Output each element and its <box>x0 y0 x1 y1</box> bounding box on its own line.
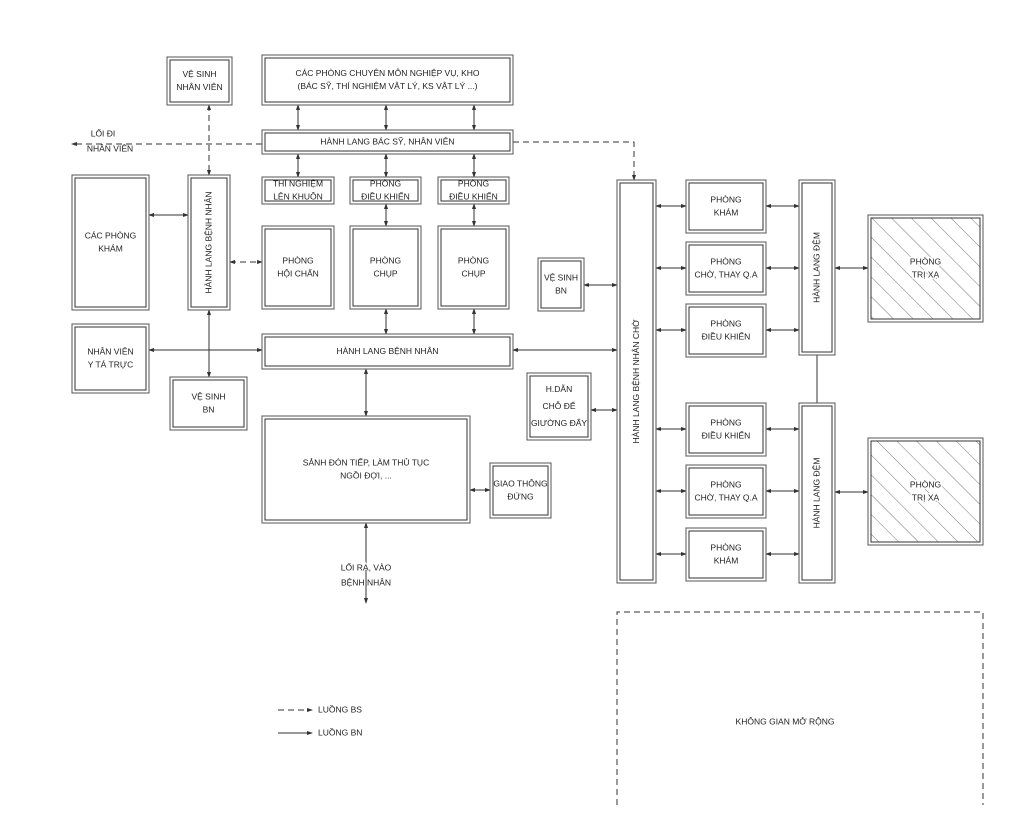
room-label: PHÒNG <box>710 194 741 204</box>
room-label: NHÂN VIÊN <box>176 82 222 92</box>
room-vs-bn: VỆ SINH BN <box>169 376 248 431</box>
room-label: ĐỨNG <box>507 491 533 501</box>
room-tn: THÍ NGHIỆM LÊN KHUÔN <box>261 176 335 205</box>
room-label: (BÁC SỸ, THÍ NGHIỆM VẬT LÝ, KS VẬT LÝ ..… <box>298 81 478 91</box>
room-label: NGỒI ĐỢI, ... <box>340 469 392 480</box>
room-label: SẢNH ĐÓN TIẾP, LÀM THỦ TỤC <box>303 456 429 467</box>
room-hdan: H.DẪN CHỖ ĐỂ GIƯỜNG ĐẨY <box>526 372 592 441</box>
room-label: HÀNH LANG BỆNH NHÂN CHỜ <box>631 319 641 444</box>
room-label: BN <box>203 404 215 414</box>
room-label: CHỜ, THAY Q.A <box>694 269 757 279</box>
room-dk2: PHÒNG ĐIỀU KHIỂN <box>437 176 510 205</box>
room-label: PHÒNG <box>458 178 489 188</box>
room-label: CHỖ ĐỂ <box>542 400 575 411</box>
rooms: VỆ SINH NHÂN VIÊN CÁC PHÒNG CHUYÊN MÔN NGH… <box>71 54 984 584</box>
room-label: HÀNH LANG ĐỆM <box>811 232 821 303</box>
patient-entrance-label: LỐI RA, VÀO <box>341 561 392 572</box>
room-label: PHÒNG <box>370 255 401 265</box>
annotations: LỐI ĐI NHÂN VIÊN LỐI RA, VÀO BỆNH NHÂN KHÔNG… <box>87 127 984 805</box>
room-hl-bn-v: HÀNH LANG BỆNH NHÂN <box>187 174 231 311</box>
room-chuyen-mon: CÁC PHÒNG CHUYÊN MÔN NGHIỆP VỤ, KHO (BÁC … <box>261 54 514 106</box>
room-hl-dem2: HÀNH LANG ĐỆM <box>798 402 836 584</box>
room-label: VỆ SINH <box>544 272 578 282</box>
room-r-cho1: PHÒNG CHỜ, THAY Q.A <box>685 241 767 296</box>
room-r-dk1: PHÒNG ĐIỀU KHIỂN <box>685 303 767 358</box>
legend-patient-flow: LUỒNG BN <box>318 726 362 737</box>
room-label: GIƯỜNG ĐẨY <box>531 417 587 428</box>
staff-exit-label: NHÂN VIÊN <box>87 143 133 153</box>
room-chup2: PHÒNG CHỤP <box>437 225 510 310</box>
room-label: CÁC PHÒNG <box>85 230 136 240</box>
room-label: HÀNH LANG BỆNH NHÂN <box>336 346 438 356</box>
room-hl-bs: HÀNH LANG BÁC SỸ, NHÂN VIÊN <box>261 129 514 155</box>
room-nv-yta: NHÂN VIÊN Y TÁ TRỰC <box>71 323 150 394</box>
room-label: CHỤP <box>461 268 485 278</box>
room-chup1: PHÒNG CHỤP <box>349 225 422 310</box>
room-r-dk2: PHÒNG ĐIỀU KHIỂN <box>685 402 767 457</box>
room-label: CHỤP <box>373 268 397 278</box>
legend-doctor-flow: LUỒNG BS <box>318 703 362 714</box>
room-label: PHÒNG <box>710 256 741 266</box>
room-label: PHÒNG <box>710 542 741 552</box>
room-label: PHÒNG <box>710 417 741 427</box>
room-label: PHÒNG <box>458 255 489 265</box>
room-label: HỘI CHẨN <box>277 267 319 278</box>
room-tri-xa2: PHÒNG TRỊ XẠ <box>867 437 984 546</box>
room-label: CHỜ, THAY Q.A <box>694 492 757 502</box>
room-label: ĐIỀU KHIỂN <box>449 190 498 201</box>
room-label: PHÒNG <box>910 479 941 489</box>
room-vs-nv: VỆ SINH NHÂN VIÊN <box>166 56 233 106</box>
room-label: PHÒNG <box>370 178 401 188</box>
room-label: ĐIỀU KHIỂN <box>702 330 751 341</box>
room-hl-dem1: HÀNH LANG ĐỆM <box>798 179 836 356</box>
room-tri-xa1: PHÒNG TRỊ XẠ <box>867 214 984 323</box>
room-label: THÍ NGHIỆM <box>273 178 323 188</box>
room-hl-bn: HÀNH LANG BỆNH NHÂN <box>261 333 514 370</box>
room-dk1: PHÒNG ĐIỀU KHIỂN <box>349 176 422 205</box>
connectors <box>71 104 869 604</box>
room-giao-thong: GIAO THÔNG ĐỨNG <box>489 462 552 519</box>
room-hoi-chan: PHÒNG HỘI CHẨN <box>261 225 335 310</box>
room-label: VỆ SINH <box>182 69 216 79</box>
room-label: PHÒNG <box>710 318 741 328</box>
room-r-kham2: PHÒNG KHÁM <box>685 527 767 582</box>
room-label: ĐIỀU KHIỂN <box>702 429 751 440</box>
room-label: CÁC PHÒNG CHUYÊN MÔN NGHIỆP VỤ, KHO <box>295 68 479 78</box>
room-label: PHÒNG <box>282 255 313 265</box>
room-label: HÀNH LANG ĐỆM <box>811 458 821 529</box>
room-label: GIAO THÔNG <box>493 478 547 488</box>
room-label: PHÒNG <box>910 256 941 266</box>
room-label: HÀNH LANG BỆNH NHÂN <box>203 191 213 293</box>
expansion-area <box>616 611 984 805</box>
room-label: TRỊ XẠ <box>912 269 940 279</box>
staff-exit-label: LỐI ĐI <box>91 127 116 138</box>
room-label: KHÁM <box>98 243 123 253</box>
room-cac-phong-kham: CÁC PHÒNG KHÁM <box>71 174 150 311</box>
room-hl-cho: HÀNH LANG BỆNH NHÂN CHỜ <box>616 179 657 584</box>
room-label: PHÒNG <box>710 479 741 489</box>
patient-entrance-label: BỆNH NHÂN <box>341 577 391 587</box>
room-label: TRỊ XẠ <box>912 492 940 502</box>
expansion-label: KHÔNG GIAN MỞ RỘNG <box>736 715 835 726</box>
room-r-kham1: PHÒNG KHÁM <box>685 179 767 234</box>
room-label: BN <box>555 285 567 295</box>
room-label: KHÁM <box>714 555 739 565</box>
room-label: Y TÁ TRỰC <box>88 359 134 369</box>
room-label: NHÂN VIÊN <box>87 346 133 356</box>
room-sanh: SẢNH ĐÓN TIẾP, LÀM THỦ TỤC NGỒI ĐỢI, ... <box>261 415 471 524</box>
room-r-cho2: PHÒNG CHỜ, THAY Q.A <box>685 464 767 519</box>
room-label: VỆ SINH <box>191 391 225 401</box>
room-label: HÀNH LANG BÁC SỸ, NHÂN VIÊN <box>320 136 454 146</box>
room-label: ĐIỀU KHIỂN <box>361 190 410 201</box>
room-vs-bn2: VỆ SINH BN <box>537 257 585 312</box>
room-label: H.DẪN <box>546 383 572 394</box>
doctor-flow-line <box>513 141 636 181</box>
room-label: KHÁM <box>714 207 739 217</box>
room-label: LÊN KHUÔN <box>273 191 323 201</box>
